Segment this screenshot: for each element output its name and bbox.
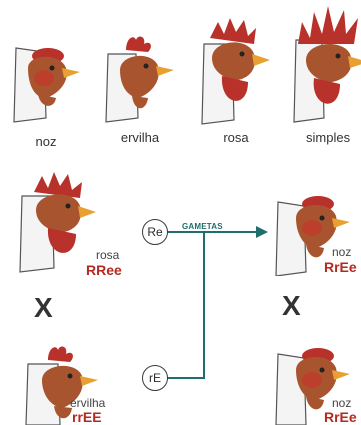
parent2-genotype: rrEE [72,409,102,425]
comb-label-ervilha: ervilha [104,130,176,145]
parent2-phenotype: ervilha [70,396,105,410]
offspring1-genotype: RrEe [324,259,357,275]
comb-label-noz: noz [10,134,82,149]
rooster-rosa-illustration [198,14,272,128]
offspring1-phenotype: noz [332,245,351,259]
comb-label-rosa: rosa [200,130,272,145]
offspring2-phenotype: noz [332,396,351,410]
rooster-simples-illustration [292,4,361,128]
cross-symbol-offspring: X [282,290,301,322]
offspring2-genotype: RrEe [324,409,357,425]
comb-label-simples: simples [294,130,361,145]
gamete-re: Re [142,219,168,245]
gamete-arrows [150,210,270,390]
gamete-rE: rE [142,365,168,391]
rooster-ervilha-illustration [100,30,176,128]
cross-symbol-parents: X [34,292,53,324]
gametes-label: GAMETAS [182,222,223,231]
rooster-noz-illustration [10,38,82,128]
parent1-phenotype: rosa [96,248,119,262]
parent-rosa-illustration [18,172,108,274]
parent1-genotype: RRee [86,262,122,278]
